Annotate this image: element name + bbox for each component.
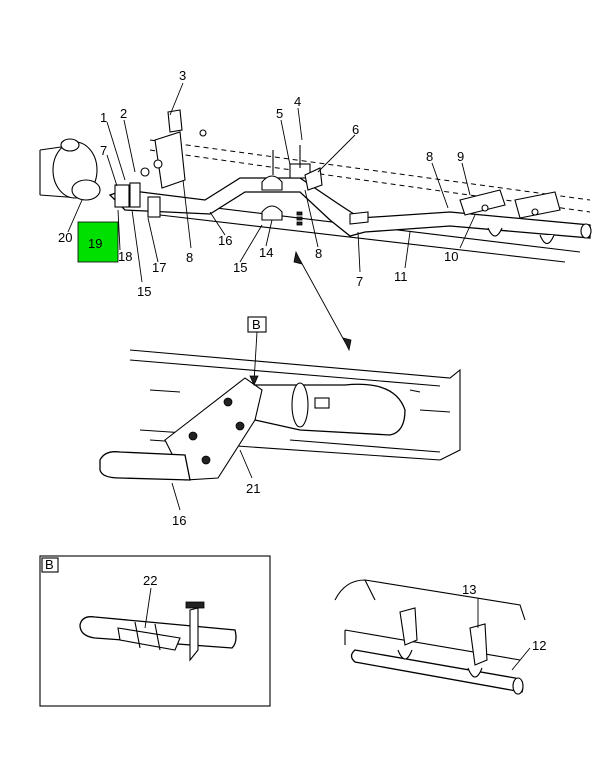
callout-10: 10: [444, 249, 458, 264]
callout-15b: 15: [137, 284, 151, 299]
callout-7b: 7: [356, 274, 363, 289]
callout-12: 12: [532, 638, 546, 653]
callout-20: 20: [58, 230, 72, 245]
callout-17: 17: [152, 260, 166, 275]
callout-labels: 1 2 3 4 5 6 7 7 8 8 8 9 10 11 12 13 14 1…: [45, 68, 546, 653]
view-b-label: B: [252, 317, 261, 332]
callout-21: 21: [246, 481, 260, 496]
callout-1: 1: [100, 110, 107, 125]
clamp-group-left: [114, 109, 207, 218]
inset-b-label: B: [45, 557, 54, 572]
callout-13: 13: [462, 582, 476, 597]
callout-8a: 8: [186, 250, 193, 265]
callout-5: 5: [276, 106, 283, 121]
callout-8b: 8: [315, 246, 322, 261]
callout-3: 3: [179, 68, 186, 83]
callout-14: 14: [259, 245, 273, 260]
clamp-group-mid: [261, 145, 323, 226]
bottom-right-assembly: [334, 579, 531, 695]
callout-11: 11: [394, 269, 408, 284]
muffler-detail: [254, 382, 406, 436]
callout-2: 2: [120, 106, 127, 121]
callout-16a: 16: [218, 233, 232, 248]
exhaust-pipe-16: [108, 177, 592, 239]
callout-18: 18: [118, 249, 132, 264]
callout-16b: 16: [172, 513, 186, 528]
inset-b-panel: [39, 555, 271, 707]
part-19-highlight[interactable]: [77, 221, 119, 263]
callout-4: 4: [294, 94, 301, 109]
callout-19: 19: [88, 236, 102, 251]
callout-15a: 15: [233, 260, 247, 275]
leader-lines-mid: [171, 449, 253, 511]
callout-7a: 7: [100, 143, 107, 158]
view-b-marker: [247, 316, 267, 386]
leader-lines-top: [67, 82, 476, 283]
callout-6: 6: [352, 122, 359, 137]
view-arrow: [293, 250, 352, 352]
callout-22: 22: [143, 573, 157, 588]
clamp-group-right: [349, 189, 561, 245]
pipe-16-detail: [99, 451, 191, 481]
muffler-canister: [39, 138, 101, 201]
callout-9: 9: [457, 149, 464, 164]
callout-8c: 8: [426, 149, 433, 164]
bracket-21: [164, 377, 263, 481]
